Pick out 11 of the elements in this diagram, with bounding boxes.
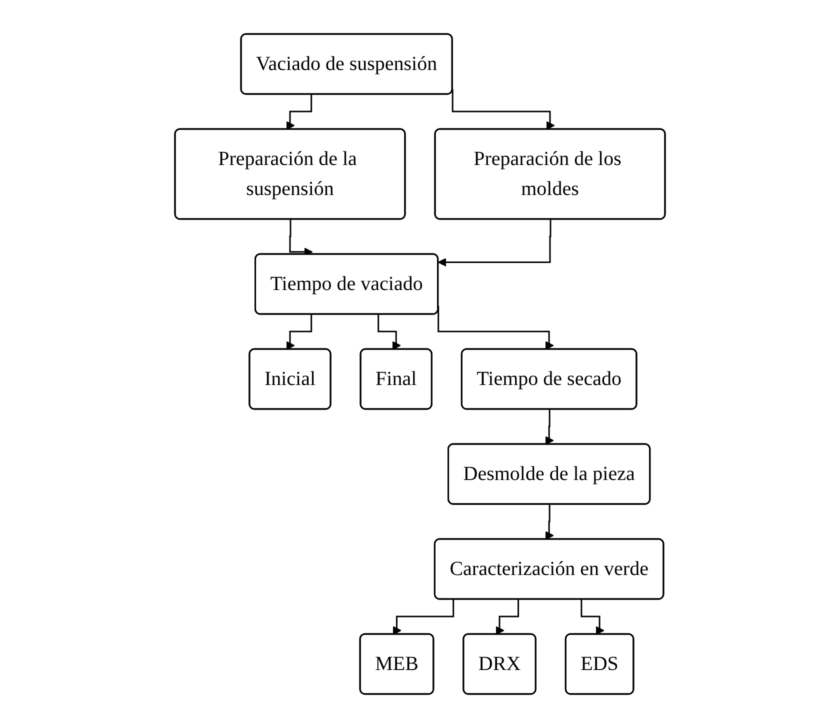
arrow (580, 599, 604, 634)
arrow (437, 219, 551, 266)
arrow (392, 599, 454, 634)
arrow (437, 305, 554, 350)
arrow (495, 599, 519, 634)
arrow (286, 94, 312, 130)
arrow (544, 409, 554, 444)
arrow (544, 504, 554, 540)
arrow (286, 314, 312, 350)
arrow (377, 314, 400, 350)
arrow (451, 88, 554, 130)
